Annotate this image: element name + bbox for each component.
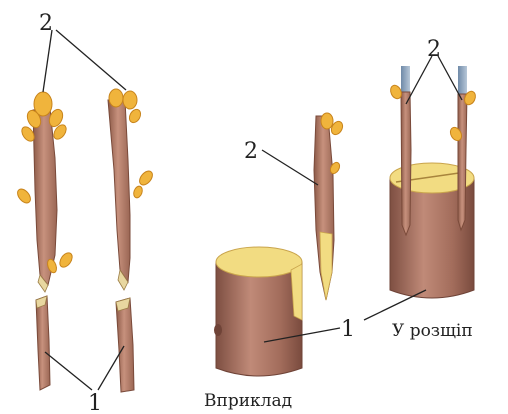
vpryklad-stock-body: [216, 262, 302, 376]
label-2-mid: 2: [244, 139, 258, 164]
leader-line: [262, 150, 318, 185]
leader-line: [364, 290, 426, 320]
label-2-top-right-group: 2: [406, 37, 462, 104]
left-stock-1: [36, 296, 50, 390]
label-1-bottom-left: 1: [88, 391, 102, 414]
label-1-bottom-left-group: 1: [45, 346, 124, 414]
vpryklad-stock: [214, 247, 302, 376]
label-2-top-left: 2: [39, 11, 53, 36]
vpryklad-scion-cut-face: [320, 232, 332, 300]
leader-line: [56, 30, 126, 90]
label-1-right-leader: [364, 290, 426, 320]
stock-knot: [214, 324, 222, 336]
left-scion-2-stem: [108, 100, 130, 282]
leader-line: [43, 30, 52, 92]
roztsip-scion-left-tip: [401, 66, 410, 94]
label-2-top-left-group: 2: [39, 11, 126, 92]
roztsip-scion-left-stem: [401, 92, 411, 235]
caption-vpryklad: Вприклад: [204, 391, 292, 411]
roztsip-scion-right-tip: [458, 66, 467, 96]
caption-u-roztsip: У розщіп: [392, 321, 473, 341]
label-2-mid-group: 2: [244, 139, 318, 185]
left-stock-2: [116, 298, 134, 392]
vpryklad-stock-top-cut: [216, 247, 302, 277]
left-scion-1: [15, 92, 75, 390]
vpryklad-scion: [314, 113, 345, 300]
label-2-top-right: 2: [427, 37, 441, 62]
label-1-mid: 1: [341, 317, 355, 342]
leader-line: [45, 352, 92, 390]
left-scion-2: [108, 89, 155, 392]
